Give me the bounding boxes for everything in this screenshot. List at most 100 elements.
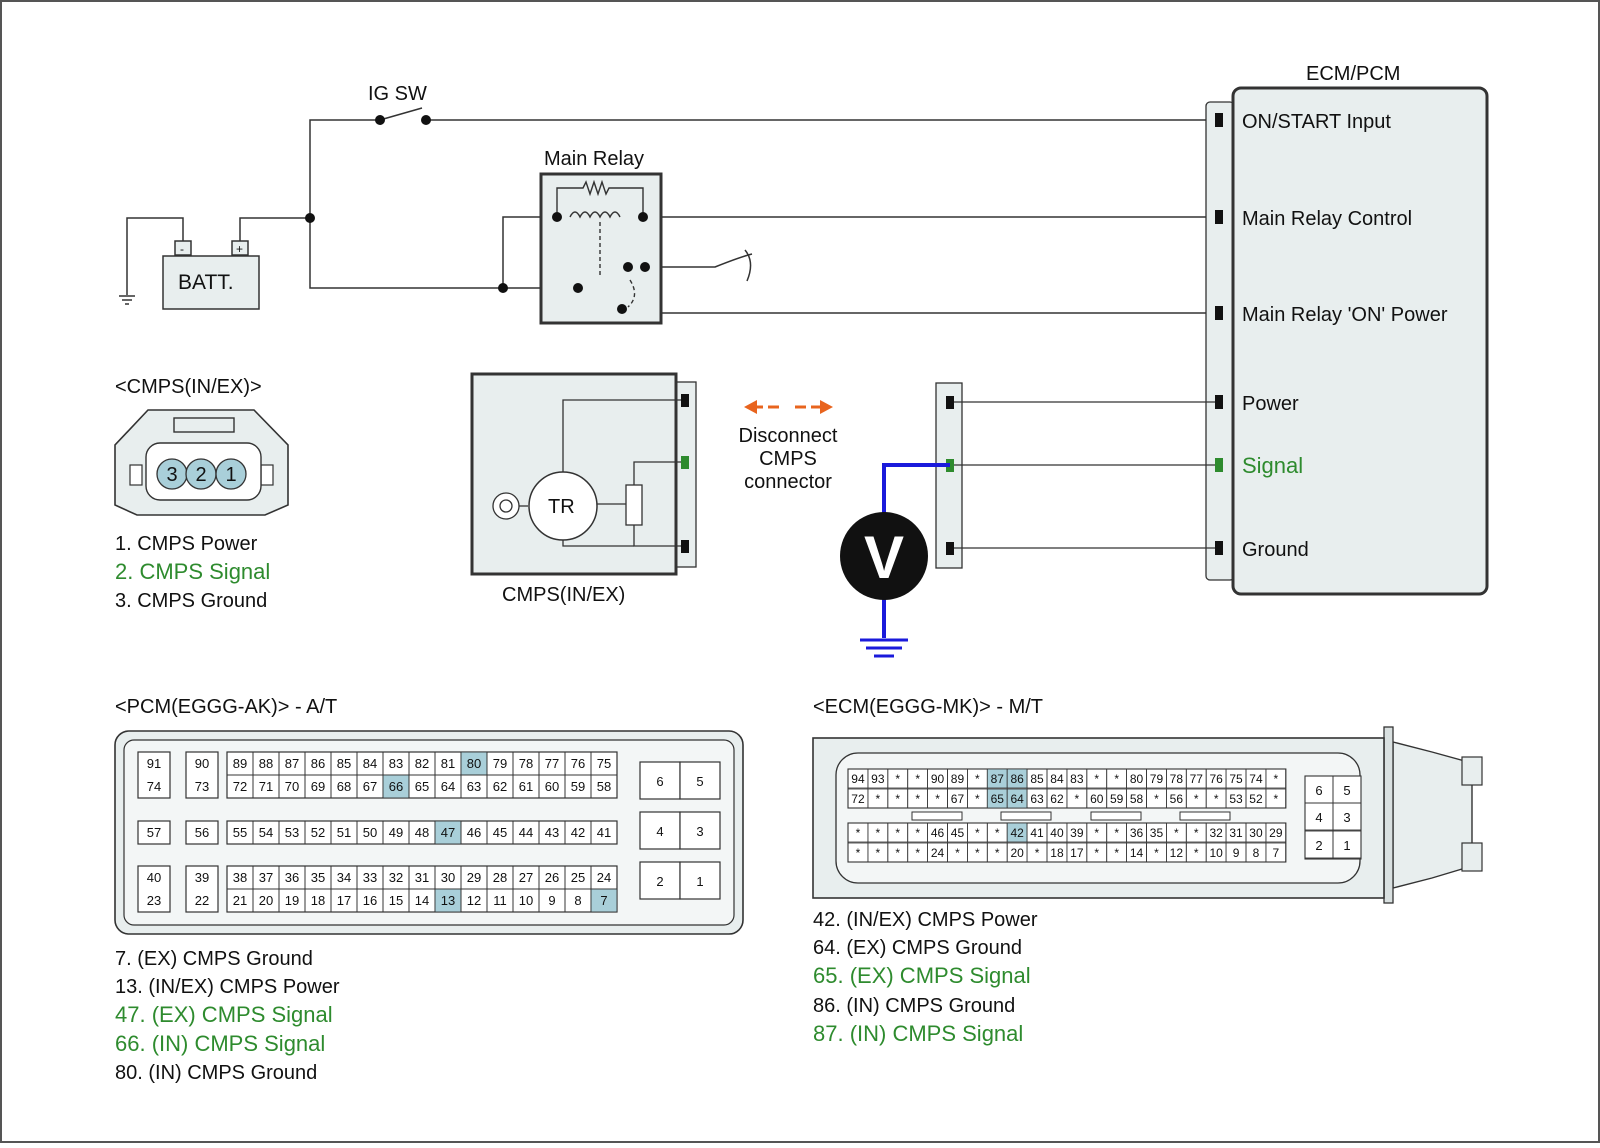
pcm-pin-number: 80 <box>467 756 481 771</box>
ecm-pin-number: 58 <box>1130 792 1144 806</box>
pcm-pin-block <box>137 865 171 913</box>
pcm-legend-item: 66. (IN) CMPS Signal <box>115 1031 325 1056</box>
cmps-connector-latch <box>173 417 235 433</box>
ecm-pin-number: 76 <box>1209 772 1223 786</box>
pcm-pin-number: 13 <box>441 893 455 908</box>
ecm-connector-strip <box>1205 101 1235 581</box>
battery-label: BATT. <box>178 271 234 294</box>
pcm-pin-number: 16 <box>363 893 377 908</box>
main-relay-box <box>539 172 663 325</box>
ecm-pin-number: * <box>975 772 980 786</box>
ecm-pin-number: 60 <box>1090 792 1104 806</box>
ecm-legend-item: 64. (EX) CMPS Ground <box>813 937 1022 959</box>
transistor-symbol <box>528 471 598 541</box>
pcm-pin-number: 56 <box>195 825 209 840</box>
pcm-pin-number: 72 <box>233 779 247 794</box>
ecm-pin-number: 86 <box>1010 772 1024 786</box>
pcm-pin-number: 53 <box>285 825 299 840</box>
ecm-legend-item: 42. (IN/EX) CMPS Power <box>813 909 1038 931</box>
pcm-pin-number: 49 <box>389 825 403 840</box>
harness-pin-ground <box>946 542 954 555</box>
pcm-legend-item: 7. (EX) CMPS Ground <box>115 948 313 970</box>
voltmeter-label: V <box>864 524 904 591</box>
ecm-pin-number: * <box>1094 826 1099 840</box>
pcm-pin-number: 82 <box>415 756 429 771</box>
cmps-pin-number: 3 <box>166 464 177 486</box>
pcm-pin-cell <box>590 774 618 799</box>
ig-sw-label: IG SW <box>368 83 427 105</box>
ecm-pin-number: 84 <box>1050 772 1064 786</box>
pcm-pin-number: 91 <box>147 756 161 771</box>
ecm-pin-number: 75 <box>1229 772 1243 786</box>
ecm-aux-pin-number: 4 <box>1315 810 1322 825</box>
ecm-pin-number: 53 <box>1229 792 1243 806</box>
pcm-pin-number: 52 <box>311 825 325 840</box>
pcm-pin-number: 65 <box>415 779 429 794</box>
ecm-pin-number: * <box>1094 846 1099 860</box>
cmps-pin <box>215 458 247 490</box>
ecm-key-slot <box>1000 811 1052 821</box>
pcm-pin-number: 68 <box>337 779 351 794</box>
pcm-pin-number: 47 <box>441 825 455 840</box>
ecm-pin-number: 83 <box>1070 772 1084 786</box>
ecm-pin-number: 41 <box>1030 826 1044 840</box>
relay-output-junction <box>640 262 650 272</box>
ecm-aux-pin-number: 3 <box>1343 810 1350 825</box>
cmps-sensor-connector <box>675 381 697 568</box>
pcm-pin-number: 60 <box>545 779 559 794</box>
ecm-connector-tab-bottom <box>1461 842 1483 872</box>
ecm-terminal-label: Ground <box>1242 539 1309 561</box>
ecm-pin-number: * <box>895 792 900 806</box>
ecm-pin-number: * <box>1214 792 1219 806</box>
relay-coil-pin-b <box>638 212 648 222</box>
ecm-pin-number: 20 <box>1010 846 1024 860</box>
ecm-pin-number: 40 <box>1050 826 1064 840</box>
pcm-pin-number: 24 <box>597 870 611 885</box>
pcm-pin-number: 7 <box>600 893 607 908</box>
pcm-pin-number: 63 <box>467 779 481 794</box>
battery-pos-terminal <box>231 240 249 256</box>
main-relay-label: Main Relay <box>544 148 644 170</box>
cmps-pin-signal <box>681 456 689 469</box>
pcm-pin-number: 85 <box>337 756 351 771</box>
pcm-pin-number: 77 <box>545 756 559 771</box>
pcm-aux-pin <box>639 811 681 850</box>
pcm-pin-number: 19 <box>285 893 299 908</box>
meter-lead-signal <box>882 463 950 520</box>
ecm-pin-number: * <box>1274 772 1279 786</box>
pcm-pin-number: 41 <box>597 825 611 840</box>
pcm-pin-number: 22 <box>195 893 209 908</box>
pcm-pin-number: 23 <box>147 893 161 908</box>
ecm-aux-pin-number: 1 <box>1343 838 1350 853</box>
ecm-aux-pin-number: 6 <box>1315 783 1322 798</box>
pcm-connector-title: <PCM(EGGG-AK)> - A/T <box>115 696 337 718</box>
ecm-key-slot <box>1090 811 1142 821</box>
ecm-pin-number: * <box>955 846 960 860</box>
ecm-pin-number: * <box>915 826 920 840</box>
pcm-pin-number: 32 <box>389 870 403 885</box>
ecm-pin-number: * <box>1094 772 1099 786</box>
pcm-pin-number: 25 <box>571 870 585 885</box>
ecm-pin-number: 46 <box>931 826 945 840</box>
pcm-pin-number: 9 <box>548 893 555 908</box>
junction-ig <box>305 213 315 223</box>
pcm-pin-number: 88 <box>259 756 273 771</box>
pcm-pin-number: 75 <box>597 756 611 771</box>
pcm-pin-number: 38 <box>233 870 247 885</box>
pcm-pin-number: 64 <box>441 779 455 794</box>
ecm-pin-number: * <box>1154 846 1159 860</box>
pcm-pin-number: 90 <box>195 756 209 771</box>
pcm-aux-pin <box>679 861 721 900</box>
ecm-terminal-pin <box>1215 306 1223 320</box>
pcm-pin-number: 79 <box>493 756 507 771</box>
pcm-pin-number: 43 <box>545 825 559 840</box>
ecm-connector-title: <ECM(EGGG-MK)> - M/T <box>813 696 1043 718</box>
pcm-pin-number: 70 <box>285 779 299 794</box>
ecm-pin-number: 59 <box>1110 792 1124 806</box>
pcm-pin-number: 40 <box>147 870 161 885</box>
ecm-pin-number: 17 <box>1070 846 1084 860</box>
pcm-pin-number: 69 <box>311 779 325 794</box>
pcm-pin-number: 86 <box>311 756 325 771</box>
pcm-aux-pin <box>639 861 681 900</box>
